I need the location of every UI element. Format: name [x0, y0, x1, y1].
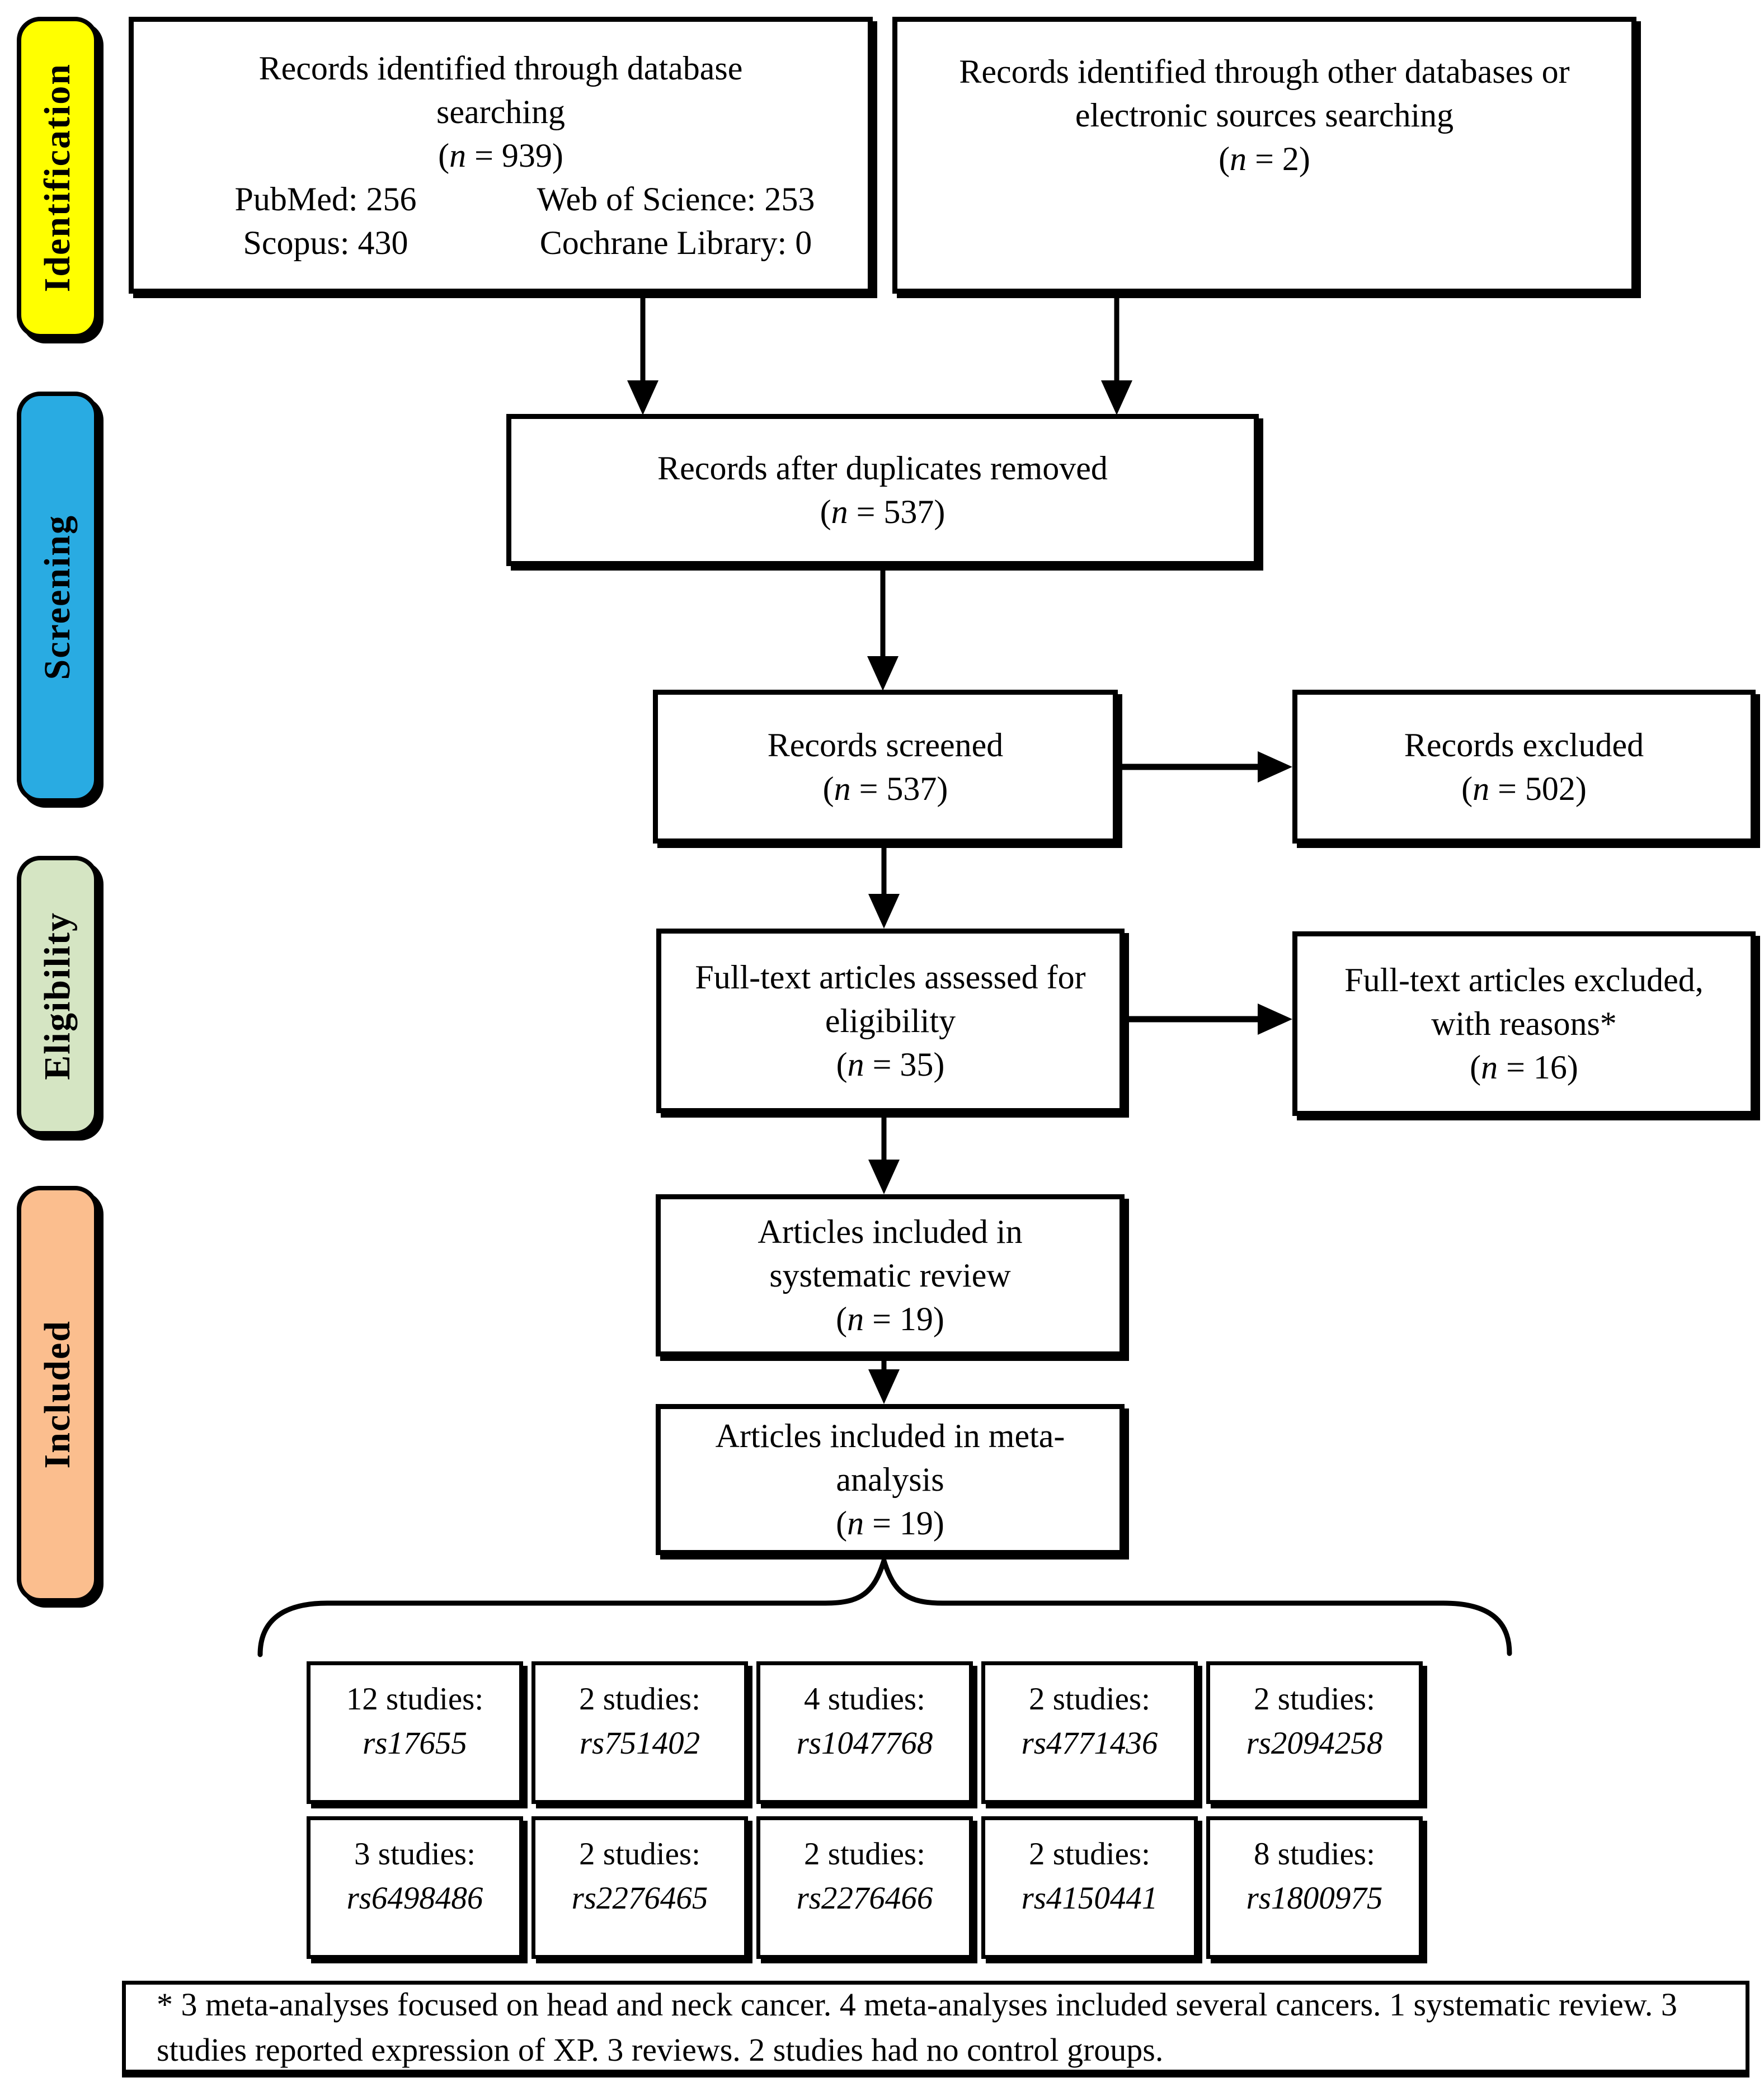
study-snp: rs2276466	[796, 1880, 933, 1916]
stage-label-included: Included	[17, 1186, 98, 1603]
arrow-other-to-duplicates	[1101, 294, 1132, 415]
study-box: 4 studies: rs1047768	[756, 1661, 973, 1804]
study-box: 2 studies: rs751402	[531, 1661, 748, 1804]
study-box: 8 studies: rs1800975	[1206, 1816, 1423, 1959]
box-records-screened-title: Records screened	[767, 726, 1004, 764]
box-systematic-review: Articles included in systematic review (…	[656, 1194, 1125, 1356]
study-count: 2 studies:	[804, 1836, 925, 1872]
stage-label-eligibility: Eligibility	[17, 856, 98, 1136]
source-pubmed: PubMed: 256	[234, 180, 417, 218]
study-count: 2 studies:	[579, 1836, 700, 1872]
box-records-excluded-count: (n = 502)	[1461, 770, 1587, 807]
arrow-sysreview-to-meta	[868, 1356, 900, 1404]
study-snp: rs4150441	[1021, 1880, 1158, 1916]
study-count: 2 studies:	[1029, 1681, 1150, 1717]
study-box: 12 studies: rs17655	[307, 1661, 523, 1804]
stage-label-screening: Screening	[17, 392, 98, 803]
box-fulltext-assessed-count: (n = 35)	[836, 1046, 945, 1083]
stage-label-identification: Identification	[17, 17, 98, 338]
study-snp: rs2094258	[1246, 1725, 1383, 1761]
box-duplicates-removed-count: (n = 537)	[820, 493, 945, 530]
study-count: 12 studies:	[346, 1681, 484, 1717]
footnote-text: * 3 meta-analyses focused on head and ne…	[157, 1986, 1677, 2068]
study-count: 3 studies:	[354, 1836, 476, 1872]
study-box: 2 studies: rs2276466	[756, 1816, 973, 1959]
study-box: 2 studies: rs2276465	[531, 1816, 748, 1959]
box-records-excluded: Records excluded (n = 502)	[1292, 690, 1756, 844]
arrow-screened-to-fulltext	[868, 844, 900, 929]
study-snp: rs4771436	[1021, 1725, 1158, 1761]
arrow-fulltext-to-sysreview	[868, 1113, 900, 1194]
source-wos: Web of Science: 253	[537, 180, 815, 218]
study-box: 2 studies: rs4150441	[981, 1816, 1198, 1959]
box-records-other-count: (n = 2)	[1219, 140, 1310, 177]
study-count: 8 studies:	[1254, 1836, 1375, 1872]
box-records-screened: Records screened (n = 537)	[653, 690, 1118, 844]
study-count: 4 studies:	[804, 1681, 925, 1717]
box-fulltext-assessed: Full-text articles assessed for eligibil…	[656, 929, 1125, 1113]
box-records-excluded-title: Records excluded	[1404, 726, 1644, 764]
arrow-screened-to-excluded	[1118, 751, 1292, 783]
box-records-database-title: Records identified through database sear…	[258, 49, 743, 130]
box-records-other-title: Records identified through other databas…	[959, 53, 1570, 134]
box-records-database-count: (n = 939)	[438, 136, 563, 174]
source-cochrane: Cochrane Library: 0	[539, 224, 812, 261]
source-scopus: Scopus: 430	[243, 224, 408, 261]
stage-label-eligibility-text: Eligibility	[37, 911, 78, 1080]
study-snp: rs17655	[363, 1725, 467, 1761]
study-snp: rs2276465	[571, 1880, 708, 1916]
box-records-screened-count: (n = 537)	[822, 770, 948, 807]
study-count: 2 studies:	[1029, 1836, 1150, 1872]
arrow-db-to-duplicates	[627, 294, 658, 415]
box-systematic-review-title: Articles included in systematic review	[758, 1213, 1023, 1294]
box-meta-analysis: Articles included in meta-analysis (n = …	[656, 1404, 1125, 1555]
stage-label-identification-text: Identification	[37, 63, 78, 293]
study-snp: rs6498486	[346, 1880, 483, 1916]
curly-brace	[257, 1552, 1512, 1657]
study-box: 2 studies: rs4771436	[981, 1661, 1198, 1804]
study-box: 3 studies: rs6498486	[307, 1816, 523, 1959]
box-fulltext-excluded-title: Full-text articles excluded, with reason…	[1344, 962, 1704, 1042]
study-count: 2 studies:	[1254, 1681, 1375, 1717]
box-fulltext-excluded: Full-text articles excluded, with reason…	[1292, 931, 1756, 1116]
study-snp: rs751402	[579, 1725, 700, 1761]
box-duplicates-removed: Records after duplicates removed (n = 53…	[506, 414, 1259, 566]
stage-label-screening-text: Screening	[37, 514, 78, 680]
box-meta-analysis-title: Articles included in meta-analysis	[715, 1417, 1065, 1498]
box-records-other: Records identified through other databas…	[892, 17, 1636, 294]
arrow-duplicates-to-screened	[867, 566, 899, 691]
footnote: * 3 meta-analyses focused on head and ne…	[122, 1981, 1749, 2074]
box-fulltext-assessed-title: Full-text articles assessed for eligibil…	[695, 959, 1086, 1039]
stage-label-included-text: Included	[37, 1320, 78, 1469]
study-box: 2 studies: rs2094258	[1206, 1661, 1423, 1804]
database-sources: PubMed: 256 Web of Science: 253 Scopus: …	[134, 177, 868, 265]
box-meta-analysis-count: (n = 19)	[836, 1505, 944, 1542]
study-snp: rs1047768	[796, 1725, 933, 1761]
box-duplicates-removed-title: Records after duplicates removed	[657, 450, 1108, 487]
box-fulltext-excluded-count: (n = 16)	[1470, 1049, 1578, 1086]
study-snp: rs1800975	[1246, 1880, 1383, 1916]
box-records-database: Records identified through database sear…	[129, 17, 873, 294]
box-systematic-review-count: (n = 19)	[836, 1301, 944, 1337]
arrow-fulltext-to-excluded	[1125, 1004, 1292, 1035]
study-count: 2 studies:	[579, 1681, 700, 1717]
